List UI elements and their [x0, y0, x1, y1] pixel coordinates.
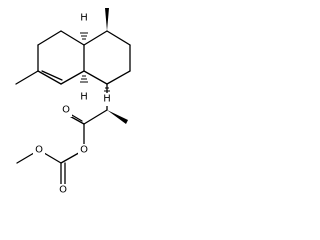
hash-lower-h — [80, 75, 88, 83]
label-h-lower-right: H — [103, 94, 111, 105]
label-o-ester-2: O — [35, 145, 43, 156]
methyl-top-wedge — [105, 8, 109, 31]
label-o-ester-1: O — [80, 145, 88, 156]
label-o-carbonyl-1: O — [62, 105, 70, 116]
label-h-upper: H — [80, 13, 88, 24]
structure-diagram: H H H O O O O — [15, 8, 131, 197]
atom-labels: H H H O O O O — [33, 12, 113, 197]
hash-upper-h — [80, 32, 88, 40]
right-ring — [83, 30, 131, 85]
left-ring — [15, 30, 85, 85]
methyl-chain-wedge — [107, 110, 128, 124]
label-h-lower-left: H — [80, 92, 88, 103]
label-o-carbonyl-2: O — [59, 185, 67, 196]
methyl-left — [15, 70, 39, 85]
